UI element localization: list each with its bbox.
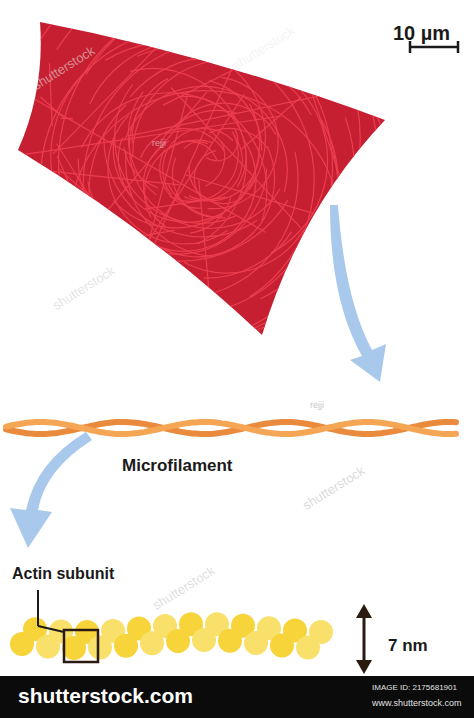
watermark: shutterstock xyxy=(300,463,367,513)
footer-url: www.shutterstock.com xyxy=(372,698,462,708)
dimension-arrow xyxy=(356,604,372,674)
subunit-box xyxy=(64,630,98,662)
footer-id: IMAGE ID: 2175681901 xyxy=(372,683,457,692)
leader-line xyxy=(38,626,64,632)
watermark: rejji xyxy=(310,400,324,410)
watermark: rejji xyxy=(152,138,166,148)
footer-bar xyxy=(0,676,474,718)
footer-logo: shutterstock.com xyxy=(18,684,193,708)
watermark: shutterstock xyxy=(150,563,217,613)
dimension-label: 7 nm xyxy=(388,636,428,656)
watermark: shutterstock xyxy=(50,263,117,313)
scale-label: 10 µm xyxy=(393,22,450,45)
microfilament xyxy=(6,422,456,434)
actin-chain xyxy=(10,612,333,660)
structure-label: Microfilament xyxy=(122,456,233,476)
cell-body xyxy=(18,22,385,335)
leader-line xyxy=(37,590,39,626)
zoom-arrow xyxy=(10,205,386,548)
actin-fibres xyxy=(20,0,413,354)
watermark: shutterstock xyxy=(230,23,297,73)
structure-label: Actin subunit xyxy=(12,565,114,583)
